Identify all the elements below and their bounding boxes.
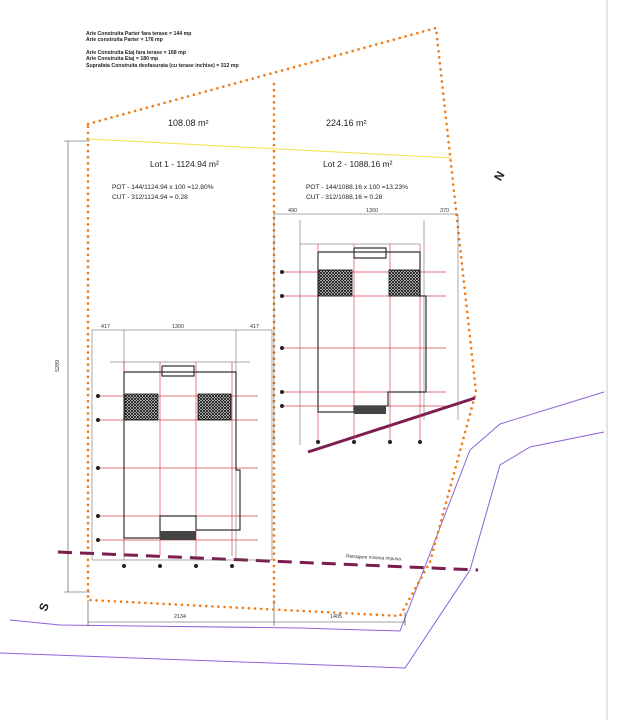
strip-divider-line — [87, 138, 453, 159]
right-strip-area: 224.16 m² — [326, 118, 367, 128]
building-lot2 — [273, 213, 459, 445]
note-etaj: Arie Construita Etaj = 180 mp — [86, 56, 159, 63]
lot2-dim-left: 490 — [288, 208, 297, 214]
lot2-dim-right: 370 — [440, 208, 449, 214]
lot2-pot: POT - 144/1088.16 x 100 =13.23% — [306, 184, 408, 191]
area-notes: Arie Construita Parter fara terase = 144… — [86, 31, 239, 69]
road-lines — [0, 391, 605, 669]
dimension-lines — [64, 140, 406, 626]
lot2-setback-segment — [307, 396, 476, 454]
bottom-left-dimension: 2134 — [174, 614, 186, 620]
lot1-dim-left: 417 — [101, 324, 110, 330]
note-parter-fara-terase: Arie Construita Parter fara terase = 144… — [86, 31, 192, 37]
building-lot1 — [91, 329, 273, 568]
lot1-cut: CUT - 312/1124.94 = 0.28 — [112, 194, 188, 201]
lot2-dim-middle: 1300 — [366, 208, 378, 214]
lot2-title: Lot 2 - 1088.16 m² — [323, 159, 393, 169]
lot1-pot: POT - 144/1124.94 x 100 =12.80% — [112, 184, 214, 191]
lot1-dim-middle: 1300 — [172, 324, 184, 330]
lot1-dim-right: 417 — [250, 324, 259, 330]
bottom-right-dimension: 1405 — [330, 614, 342, 620]
left-strip-area: 108.08 m² — [168, 118, 209, 128]
note-etaj-fara-terase: Arie Construita Etaj fara terase = 168 m… — [86, 49, 186, 56]
setback-line — [57, 550, 479, 572]
lot2-cut: CUT - 312/1088.16 = 0.28 — [306, 194, 383, 201]
lot-boundary — [86, 26, 478, 618]
vertical-dimension: 5289 — [55, 360, 61, 372]
lot1-title: Lot 1 - 1124.94 m² — [150, 159, 219, 169]
note-parter: Arie construita Parter = 176 mp — [86, 37, 163, 44]
note-suprafata-desfasurata: Suprafata Construita desfasurata (cu ter… — [86, 62, 239, 69]
